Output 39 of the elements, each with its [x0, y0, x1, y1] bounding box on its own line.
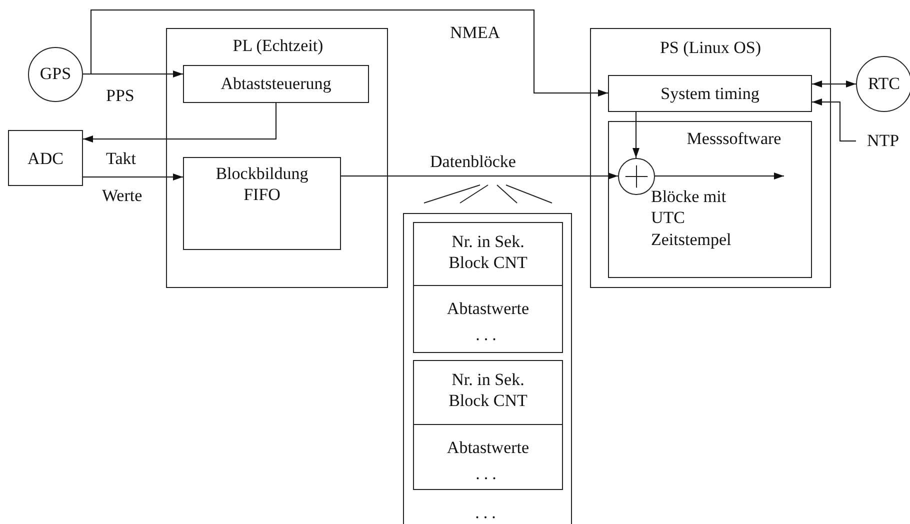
software-block — [608, 121, 812, 278]
node-label: Nr. in Sek. Block CNT — [448, 231, 528, 274]
node-label: NTP — [866, 130, 900, 152]
node-label: RTC — [866, 73, 902, 94]
node-label: GPS — [38, 63, 72, 84]
arrow — [82, 70, 184, 78]
arrow — [654, 172, 784, 180]
node-label: Abtastwerte — [446, 437, 530, 458]
node-text: ... — [474, 324, 502, 346]
process-box — [608, 75, 812, 112]
node-text: Blöcke mit UTC Zeitstempel — [651, 186, 732, 250]
header-field — [413, 360, 563, 425]
arrow — [340, 172, 618, 180]
arrow — [82, 102, 276, 142]
node-label: ... — [474, 502, 501, 524]
node-text: ... — [474, 463, 502, 484]
values-field — [413, 424, 563, 490]
node-label: Abtastwerte — [446, 298, 530, 320]
data-block-stack — [403, 213, 572, 524]
node-label: Abtaststeuerung — [220, 73, 332, 94]
arrow — [632, 112, 640, 158]
arrow — [812, 98, 856, 142]
header-field — [413, 222, 563, 286]
process-box — [183, 157, 341, 250]
node-label: PS (Linux OS) — [658, 37, 762, 58]
node-label: ADC — [26, 148, 64, 170]
adc-box — [8, 130, 83, 186]
node-label: System timing — [660, 83, 760, 104]
node-label: Nr. in Sek. Block CNT — [448, 369, 528, 412]
pl-block — [166, 28, 388, 288]
arrow — [82, 174, 184, 180]
values-field — [413, 285, 563, 353]
gps-circle — [28, 47, 83, 102]
process-box — [183, 65, 369, 103]
node-label: Blockbildung FIFO — [214, 163, 310, 206]
node-label: Messsoftware — [686, 128, 782, 150]
arrow — [812, 80, 856, 88]
ps-block — [590, 28, 831, 288]
node-label: PL (Echtzeit) — [232, 35, 324, 56]
